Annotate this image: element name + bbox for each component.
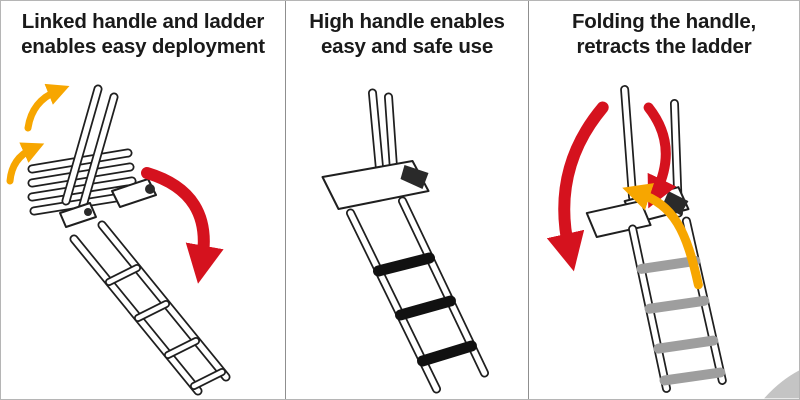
handle-art [61,84,119,214]
orange-up-arrow [24,83,70,132]
caption-line: retracts the ladder [576,35,752,58]
step-plate-art [321,160,430,210]
panel-retract: Folding the handle, retracts the ladder [528,1,799,399]
panel-deployment-caption: Linked handle and ladder enables easy de… [1,1,285,73]
caption-line: enables easy deployment [21,35,265,58]
ladder-art [628,216,727,393]
orange-up-arrow [6,142,45,185]
caption-line: easy and safe use [320,35,494,58]
panel-deployment: Linked handle and ladder enables easy de… [1,1,285,399]
panel-retract-caption: Folding the handle, retracts the ladder [529,1,799,73]
orange-retract-arrow [622,183,703,290]
panel-safe-use-caption: High handle enables easy and safe use [286,1,528,73]
retract-illustration [546,85,799,399]
caption-line: Folding the handle, [571,10,757,33]
caption-line: Linked handle and ladder [21,10,265,33]
hinge-art [59,178,157,228]
corner-fragment [764,370,799,399]
red-fold-arrow [643,102,677,209]
extending-ladder-art [69,220,231,396]
panel-safe-use: High handle enables easy and safe use [285,1,528,399]
deployment-illustration [6,83,231,396]
safe-use-illustration [321,88,489,394]
handle-art [368,88,399,188]
caption-line: High handle enables [309,10,505,33]
red-fold-arrow [546,101,609,272]
red-deploy-arrow [141,167,224,284]
ladder-art [346,196,489,394]
